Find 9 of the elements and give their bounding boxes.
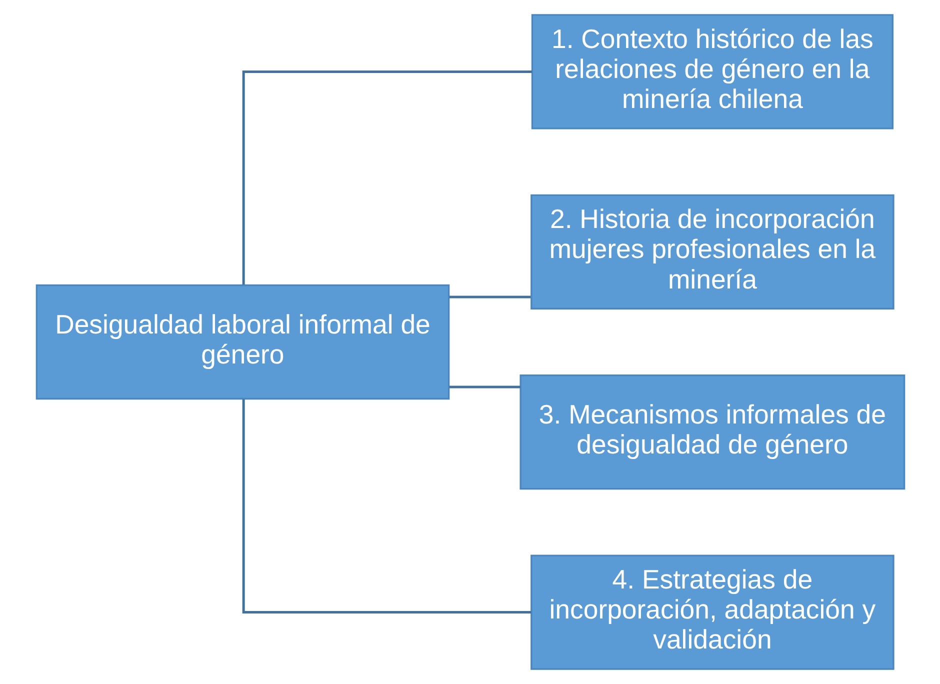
node-box: 3. Mecanismos informales de desigualdad de género: [519, 374, 905, 490]
connector: [242, 70, 532, 285]
node-box: 1. Contexto histórico de las relaciones de género en la minería chilena: [530, 14, 893, 130]
connector: [448, 386, 520, 388]
node-box: 2. Historia de incorporación mujeres profesionales en la minería: [530, 194, 894, 310]
connector: [242, 399, 531, 614]
node-box: 4. Estrategias de incorporación, adaptación y validación: [530, 554, 894, 670]
connector: [448, 296, 530, 298]
node-box: Desigualdad laboral informal de género: [35, 284, 450, 400]
